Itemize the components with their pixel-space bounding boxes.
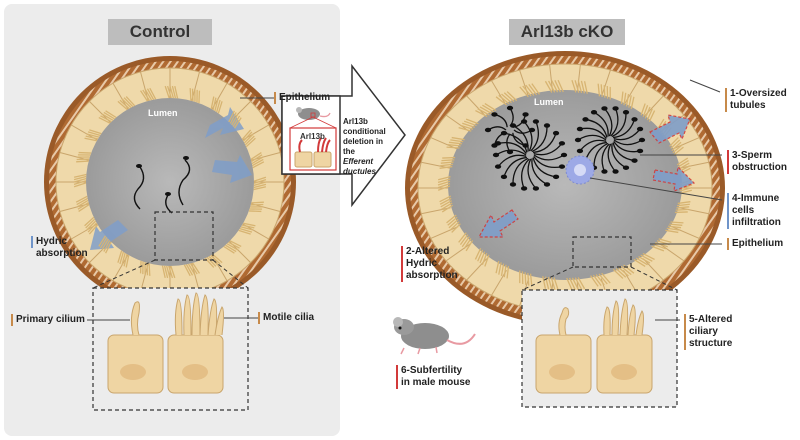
cko-epithelium-marker — [727, 238, 729, 250]
f6-marker — [396, 365, 398, 389]
hydric-marker — [31, 236, 33, 248]
cko-title: Arl13b cKO — [509, 19, 625, 45]
f2-marker — [401, 246, 403, 282]
motile-cilia-marker — [258, 312, 260, 324]
control-title: Control — [108, 19, 212, 45]
altered-hydric-label: 2-Altered Hydric absorption — [406, 246, 458, 281]
f5-marker — [684, 314, 686, 350]
arrow-gene-label: Arl13b — [300, 132, 325, 141]
cko-lumen — [448, 90, 682, 280]
control-lumen-label: Lumen — [148, 108, 178, 118]
f4-marker — [727, 193, 729, 229]
primary-cilium — [130, 301, 140, 336]
control-epithelium-label: Epithelium — [279, 92, 331, 103]
primary-cilium-label: Primary cilium — [16, 314, 85, 325]
mouse-icon — [296, 107, 331, 120]
epithelium-marker — [274, 92, 276, 104]
control-tubule — [44, 56, 296, 308]
cko-epithelium-label: Epithelium — [732, 238, 784, 249]
transition-arrow — [281, 63, 406, 208]
f1-marker — [725, 88, 727, 112]
oversized-tubules-label: 1-Oversized tubules — [730, 88, 787, 111]
control-lumen — [86, 98, 254, 266]
cko-lumen-label: Lumen — [534, 97, 564, 107]
immune-cell-icon — [565, 155, 595, 185]
subfertility-label: 6-Subfertility in male mouse — [401, 365, 471, 388]
cko-tubule — [405, 51, 725, 325]
f3-marker — [727, 150, 729, 174]
sperm-obstruction-label: 3-Sperm obstruction — [732, 150, 787, 173]
immune-infiltration-label: 4-Immune cells infiltration — [732, 193, 781, 228]
arrow-description: Arl13b conditional deletion in the Effer… — [343, 117, 386, 176]
sperm-clump-icon — [484, 105, 646, 191]
altered-ciliary-label: 5-Altered ciliary structure — [689, 314, 733, 349]
control-zoom — [87, 287, 258, 411]
control-hydric-label: Hydric absorption — [36, 236, 88, 259]
cko-zoom — [521, 289, 678, 408]
motile-cilia-label: Motile cilia — [263, 312, 315, 323]
primary-cilium-marker — [11, 314, 13, 326]
mouse-icon — [393, 317, 476, 355]
